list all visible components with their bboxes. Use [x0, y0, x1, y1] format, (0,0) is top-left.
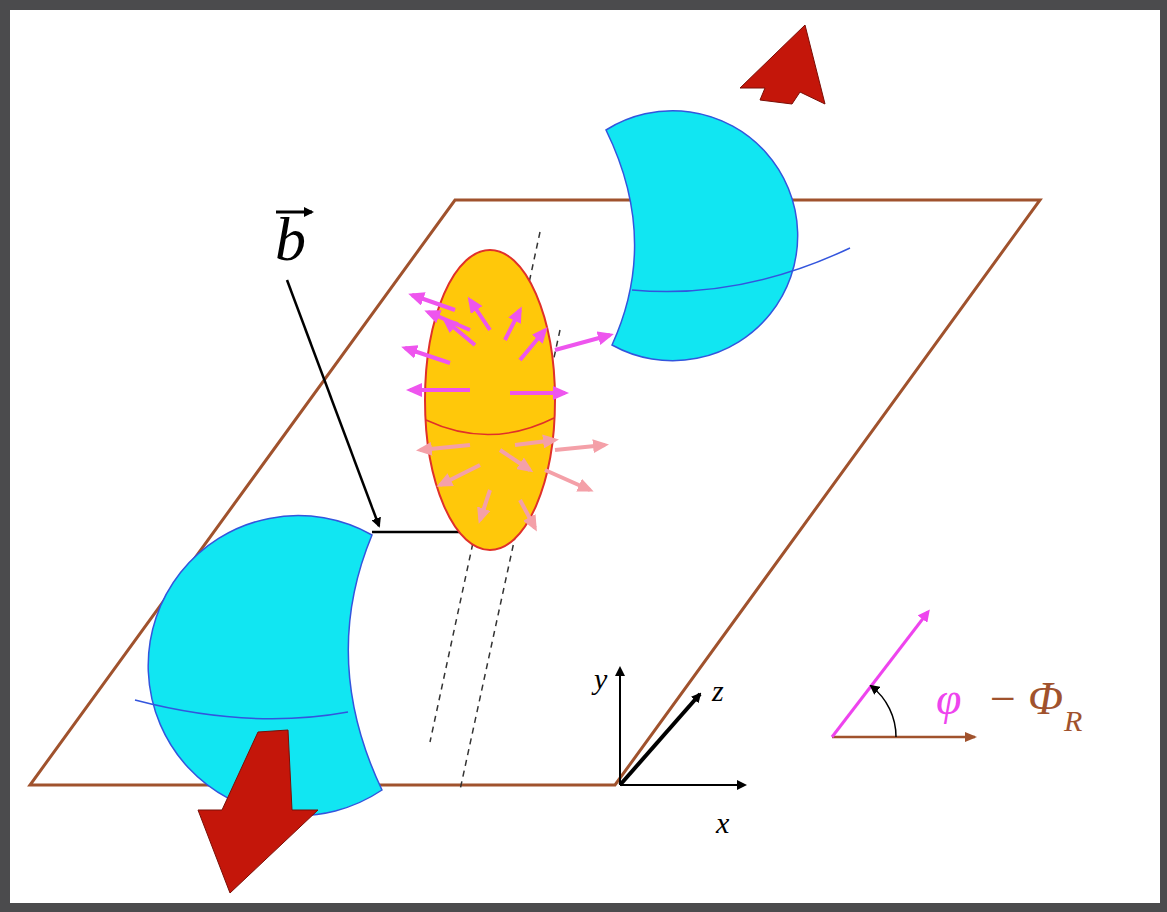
impact-parameter-arrow: [287, 280, 379, 526]
axis-label: z: [712, 676, 724, 706]
y-axis: [619, 668, 621, 785]
flow-arrows-lower: [420, 440, 605, 528]
flow-arrows: [405, 295, 610, 393]
x-axis: [620, 784, 745, 786]
fireball: [425, 250, 555, 550]
nucleus-equator: [135, 700, 348, 719]
plane-angle-symbol: Φ: [1028, 676, 1063, 722]
minus-sign: −: [990, 676, 1016, 722]
subscript: R: [1064, 706, 1082, 736]
axis-label: y: [594, 664, 607, 694]
impact-parameter-label: b: [275, 208, 306, 270]
angle-arc: [871, 686, 896, 737]
fireball-equator: [426, 418, 554, 435]
axis-label: x: [716, 808, 729, 838]
white-ground: [10, 10, 1160, 903]
nucleus: [606, 111, 798, 361]
reference-line: [832, 736, 975, 739]
nucleus-equator: [632, 248, 850, 292]
direction-arrow: [198, 730, 318, 893]
direction-arrow: [740, 25, 825, 104]
angle-symbol: φ: [936, 676, 961, 722]
z-axis: [620, 694, 700, 785]
particle-direction: [832, 612, 928, 737]
